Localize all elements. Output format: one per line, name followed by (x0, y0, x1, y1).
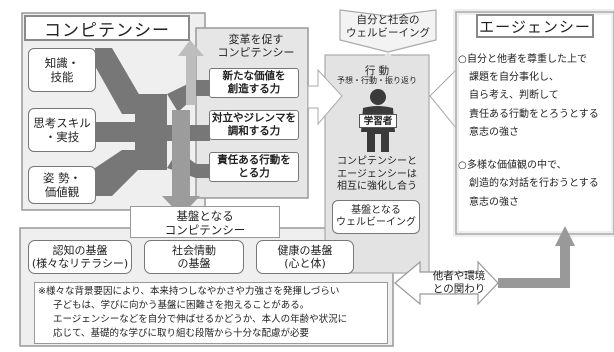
agency-block-2: ○ 多様な価値観の中で、 創造的な対話を行おうとする 意志の強さ (458, 160, 599, 208)
mutual-reinforce-text: コンピテンシーと エージェンシーは 相互に強化し合う (337, 156, 417, 192)
knowledge-skills-box: 知識・ 技能 (28, 48, 96, 92)
note-line: 応じて、基礎的な学びに取り組む段階から十分な配慮が必要 (53, 328, 310, 339)
learner-label: 学習者 (359, 114, 397, 128)
competency-title: コンピテンシー (24, 15, 190, 41)
note-line: ※様々な背景要因により、本来持つしなやかさや力強さを発揮しづらい (38, 286, 340, 297)
up-arrow (178, 40, 204, 105)
reconcile-tensions-box: 対立やジレンマを 調和する力 (209, 110, 299, 140)
down-arrow (162, 110, 200, 216)
agency-line: 意志の強さ (469, 197, 519, 208)
note-line: エージェンシーなどを自分で伸ばせるかどうか、本人の年齢や状況に (53, 314, 348, 325)
competency-arrow (307, 68, 343, 126)
note-line: 子どもは、学びに向かう基盤に困難さを抱えることがある。 (53, 300, 310, 311)
loop-arrow (498, 238, 570, 288)
agency-block-1: ○ 自分と他者を尊重した上で 課題を自分事化し、 自ら考え、判断して 責任ある行… (458, 54, 599, 138)
agency-line: 意志の強さ (469, 127, 519, 138)
agency-line: 自分と他者を尊重した上で (467, 54, 587, 65)
cognitive-foundation-box: 認知の基盤 (様々なリテラシー) (28, 240, 132, 274)
attitudes-values-box: 姿 勢・ 価値観 (28, 166, 96, 204)
agency-line: 自ら考え、判断して (469, 90, 559, 101)
agency-line: 創造的な対話を行おうとする (469, 178, 599, 189)
transformative-label: 変革を促す コンピテンシー (217, 33, 295, 59)
socio-emotional-box: 社会情動 の基盤 (144, 240, 244, 274)
foundation-note: ※様々な背景要因により、本来持つしなやかさや力強さを発揮しづらい 子どもは、学び… (34, 282, 388, 344)
agency-panel (455, 11, 614, 235)
agency-line: 課題を自分事化し、 (469, 72, 559, 83)
foundation-wellbeing-box: 基盤となる ウェルビーイング (332, 200, 420, 234)
create-value-box: 新たな価値を 創造する力 (209, 68, 299, 98)
health-foundation-box: 健康の基盤 (心と体) (256, 240, 354, 274)
agency-title: エージェンシー (476, 14, 594, 38)
wellbeing-top-label: 自分と社会の ウェルビーイング (346, 14, 430, 39)
action-subtitle: 予想・行動・振り返り (337, 76, 417, 85)
wellbeing-top-shape (339, 9, 437, 53)
thinking-skills-box: 思考スキル ・実技 (28, 108, 96, 152)
take-responsibility-box: 責任ある行動を とる力 (209, 152, 299, 182)
foundation-label: 基盤となる コンピテンシー (130, 206, 280, 238)
action-title: 行 動 (364, 65, 390, 77)
agency-line: 多様な価値観の中で、 (467, 160, 567, 171)
others-environment-label: 他者や環境 との関わり (432, 270, 486, 295)
agency-line: 責任ある行動をとろうとする (469, 109, 599, 120)
